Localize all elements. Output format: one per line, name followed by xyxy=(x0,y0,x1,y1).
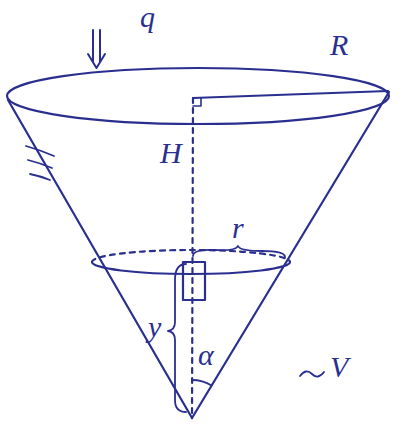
cone-side xyxy=(192,92,389,418)
dimension-label: q xyxy=(140,2,155,32)
flow-arrow xyxy=(88,30,105,68)
dimension-label: V xyxy=(330,352,348,382)
water-surface-front xyxy=(92,262,290,274)
dimension-label: R xyxy=(330,30,348,60)
top-surface xyxy=(7,68,389,124)
right-angle xyxy=(193,98,201,106)
height-brace xyxy=(168,264,186,412)
dimension-label: α xyxy=(198,340,214,370)
approx-sign xyxy=(300,371,324,376)
layer-element xyxy=(183,262,205,300)
angle-arc xyxy=(192,380,212,386)
dimension-label: r xyxy=(232,213,244,243)
cone-side xyxy=(8,100,192,418)
dimension-label: y xyxy=(148,312,161,342)
cone-axis xyxy=(192,98,193,418)
radius-line xyxy=(193,91,388,98)
water-hatching xyxy=(26,146,54,180)
radius-brace xyxy=(193,246,285,257)
dimension-label: H xyxy=(160,138,182,168)
